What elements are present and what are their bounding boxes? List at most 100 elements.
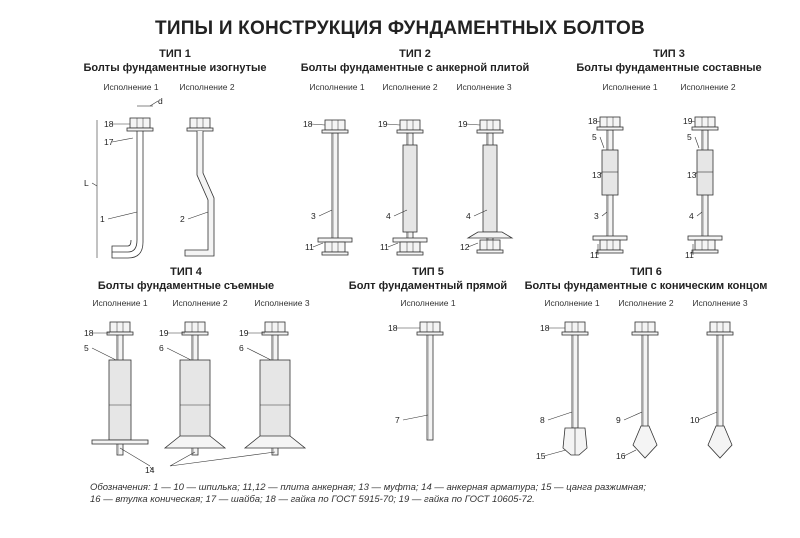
type4-variant-1: Исполнение 1 xyxy=(92,298,148,308)
sleeve xyxy=(259,359,291,441)
callout-label: 18 xyxy=(540,323,550,333)
type1-variant-1: Исполнение 1 xyxy=(103,82,159,92)
type5-name: ТИП 5 xyxy=(412,266,444,278)
callout-label: 7 xyxy=(395,415,400,425)
legend-line-2: 16 — втулка коническая; 17 — шайба; 18 —… xyxy=(90,494,535,505)
leader-line xyxy=(385,123,401,126)
type3-name: ТИП 3 xyxy=(653,48,685,60)
callout-label: 5 xyxy=(687,132,692,142)
callout-label: 8 xyxy=(540,415,545,425)
type6-variant-1: Исполнение 1 xyxy=(544,298,600,308)
leader-line xyxy=(623,411,643,421)
washer xyxy=(706,331,734,336)
leader-line xyxy=(696,211,703,217)
sleeve xyxy=(402,144,418,233)
anchor-plate xyxy=(317,237,353,243)
leader-line xyxy=(467,242,479,248)
washer xyxy=(261,331,289,336)
callout-label: 2 xyxy=(180,214,185,224)
leader-line xyxy=(107,211,138,220)
leader-line xyxy=(119,447,276,467)
leader-line xyxy=(601,211,608,217)
callout-label: 3 xyxy=(594,211,599,221)
leader-line xyxy=(402,414,429,421)
callout-label: 5 xyxy=(84,343,89,353)
leader-line xyxy=(599,171,603,176)
nut xyxy=(599,116,621,128)
legend: Обозначения: 1 — 10 — шпилька; 11,12 — п… xyxy=(90,482,646,506)
type6-bolt-2 xyxy=(631,321,659,459)
sleeve xyxy=(179,359,211,441)
type5-subtitle: Болт фундаментный прямой xyxy=(348,280,508,292)
legend-line-1: Обозначения: 1 — 10 — шпилька; 11,12 — п… xyxy=(90,482,646,493)
leader-line xyxy=(690,120,696,123)
washer xyxy=(596,126,624,131)
leader-line xyxy=(465,123,481,126)
type1-name: ТИП 1 xyxy=(159,48,191,60)
nut xyxy=(694,239,716,251)
nut xyxy=(479,239,501,251)
leader-line xyxy=(623,449,637,457)
nut xyxy=(479,119,501,131)
leader-line xyxy=(187,211,209,220)
type2-subtitle: Болты фундаментные с анкерной плитой xyxy=(300,62,530,74)
washer xyxy=(321,129,349,134)
nut xyxy=(634,321,656,333)
anchor-plate xyxy=(687,235,723,241)
leader-line xyxy=(387,242,399,248)
leader-line xyxy=(473,209,488,217)
washer xyxy=(596,249,624,254)
leader-line xyxy=(318,209,333,217)
nut xyxy=(184,321,206,333)
callout-label: 18 xyxy=(104,119,114,129)
callout-label: 19 xyxy=(458,119,468,129)
page-title: ТИПЫ И КОНСТРУКЦИЯ ФУНДАМЕНТНЫХ БОЛТОВ xyxy=(155,18,645,39)
callout-label: 6 xyxy=(239,343,244,353)
type2-variant-3: Исполнение 3 xyxy=(456,82,512,92)
leader-line xyxy=(310,123,326,126)
nut xyxy=(264,321,286,333)
nut xyxy=(564,321,586,333)
callout-label: 19 xyxy=(159,328,169,338)
type6-variant-2: Исполнение 2 xyxy=(618,298,674,308)
leader-line xyxy=(547,411,573,421)
type4-bolt-2: 196 xyxy=(159,321,227,456)
sleeve xyxy=(108,359,132,441)
conical-base xyxy=(163,435,227,449)
callout-label: 4 xyxy=(386,211,391,221)
leader-line xyxy=(543,449,567,457)
callout-label: 3 xyxy=(311,211,316,221)
stud xyxy=(716,332,724,429)
nut xyxy=(709,321,731,333)
nut xyxy=(419,321,441,333)
nut xyxy=(399,119,421,131)
callout-label: 14 xyxy=(145,465,155,475)
callout-label: 11 xyxy=(685,250,694,260)
callout-label: 1 xyxy=(100,214,105,224)
callout-label: 11 xyxy=(305,242,314,252)
callout-label: 9 xyxy=(616,415,621,425)
nut xyxy=(109,321,131,333)
nut xyxy=(324,119,346,131)
nut xyxy=(129,117,151,129)
type6-variant-3: Исполнение 3 xyxy=(692,298,748,308)
washer xyxy=(186,127,214,132)
type4-variant-3: Исполнение 3 xyxy=(254,298,310,308)
washer xyxy=(396,129,424,134)
nut xyxy=(189,117,211,129)
leader-line xyxy=(694,136,700,149)
bent-stud xyxy=(184,131,215,257)
callout-label: L xyxy=(84,178,89,188)
nut xyxy=(694,116,716,128)
type3-variant-1: Исполнение 1 xyxy=(602,82,658,92)
type1-variant-2: Исполнение 2 xyxy=(179,82,235,92)
callout-label: 4 xyxy=(466,211,471,221)
stud xyxy=(426,332,434,441)
washer xyxy=(321,251,349,256)
hooked-stud xyxy=(111,131,138,253)
